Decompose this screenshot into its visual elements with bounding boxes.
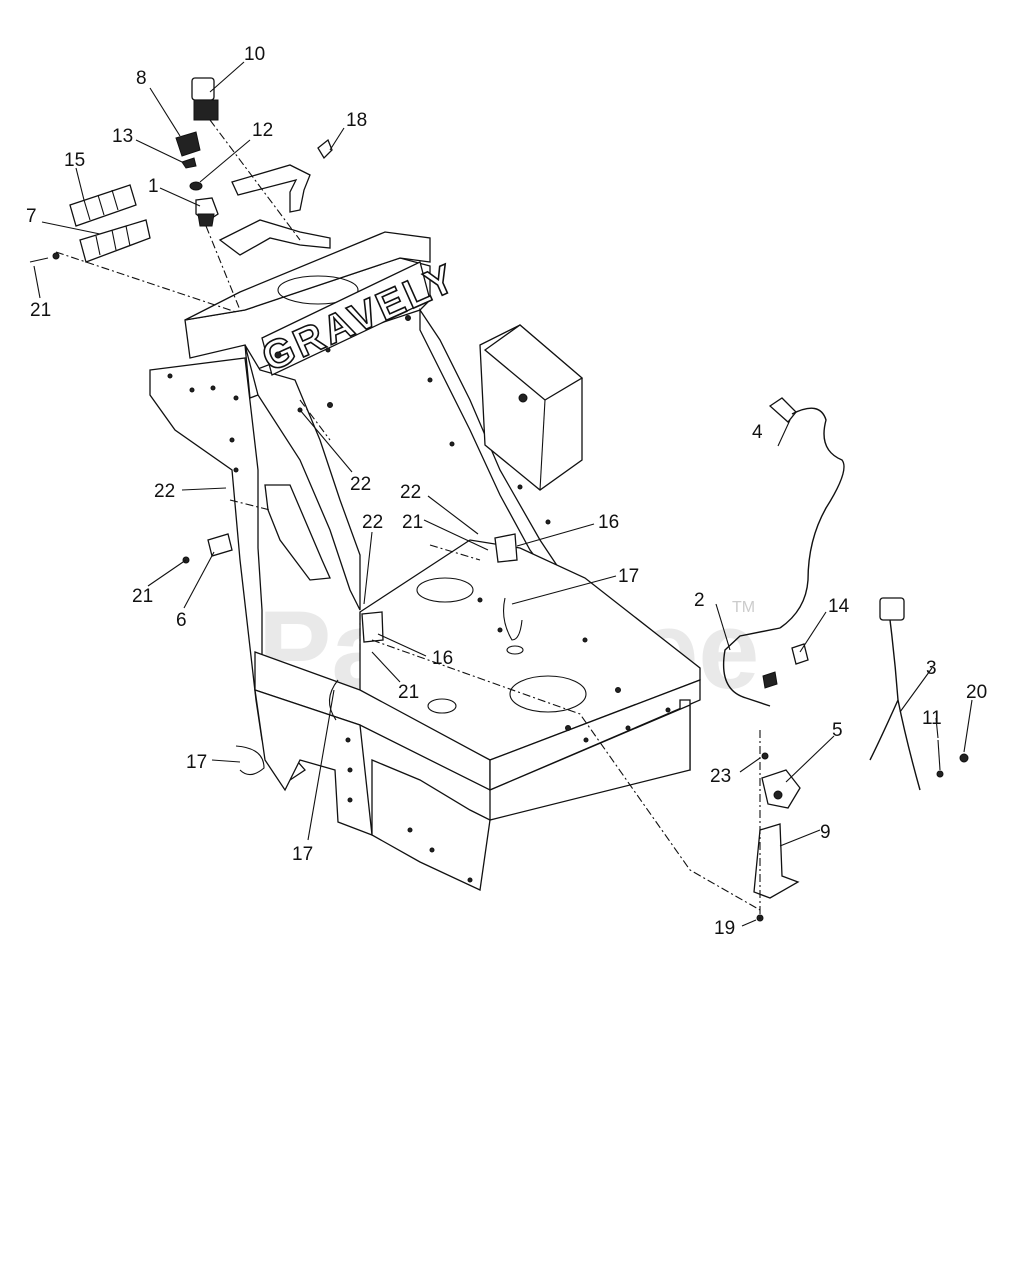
part-18-clip [317, 138, 333, 160]
callout-6: 6 [176, 610, 187, 631]
callout-23: 23 [710, 766, 731, 787]
part-3-cable [869, 597, 921, 791]
part-12-nut [189, 181, 203, 191]
part-14-terminal [791, 643, 809, 665]
part-8-switch [175, 131, 201, 157]
watermark-trademark: TM [732, 599, 755, 616]
callout-1: 1 [148, 176, 159, 197]
part-9-bracket [753, 823, 800, 899]
callout-2: 2 [694, 590, 705, 611]
callout-11: 11 [922, 708, 942, 729]
leader-lines [33, 61, 973, 927]
part-10-pto-switch [191, 77, 219, 121]
callout-14: 14 [828, 596, 850, 617]
battery-box [479, 324, 584, 491]
callout-22-tower: 22 [350, 474, 371, 495]
part-17-ties [235, 597, 523, 776]
callout-17-left: 17 [186, 752, 207, 773]
part-16-connectors [361, 533, 518, 643]
callout-22-center: 22 [400, 482, 421, 503]
callout-labels: 10 8 13 12 18 15 1 7 21 4 22 22 22 16 21… [26, 44, 987, 939]
callout-18: 18 [346, 110, 367, 131]
callout-19: 19 [714, 918, 735, 939]
part-5-solenoid [761, 769, 801, 809]
callout-3: 3 [926, 658, 937, 679]
part-4-cable [768, 397, 845, 629]
part-2-cable [722, 627, 781, 707]
part-6-connector [182, 533, 233, 564]
callout-21-relay: 21 [30, 300, 51, 321]
callout-16-lower: 16 [432, 648, 453, 669]
callout-12: 12 [252, 120, 273, 141]
callout-21-left: 21 [132, 586, 153, 607]
part-11-bolt [936, 739, 944, 778]
callout-13: 13 [112, 126, 133, 147]
part-7-relay-base [79, 219, 151, 263]
part-21-screw-a [29, 252, 60, 263]
assembly-lines [55, 119, 761, 920]
frame-assembly: GRAVELY [149, 231, 701, 891]
callout-21-lower: 21 [398, 682, 419, 703]
part-1-ignition-switch [195, 197, 219, 227]
part-23-screw [761, 752, 769, 760]
callout-22-lower: 22 [362, 512, 383, 533]
part-20-nut [959, 753, 969, 763]
callout-20: 20 [966, 682, 987, 703]
callout-15: 15 [64, 150, 85, 171]
callout-9: 9 [820, 822, 831, 843]
callout-7: 7 [26, 206, 37, 227]
part-13-cap [181, 157, 197, 169]
callout-17-lower: 17 [292, 844, 313, 865]
callout-5: 5 [832, 720, 843, 741]
part-15-relays [69, 184, 137, 227]
callout-8: 8 [136, 68, 147, 89]
callout-16-upper: 16 [598, 512, 619, 533]
callout-4: 4 [752, 422, 763, 443]
callout-22-left: 22 [154, 481, 175, 502]
callout-17-upper: 17 [618, 566, 639, 587]
steering-lever [218, 164, 331, 256]
callout-10: 10 [244, 44, 265, 65]
callout-21-center: 21 [402, 512, 423, 533]
